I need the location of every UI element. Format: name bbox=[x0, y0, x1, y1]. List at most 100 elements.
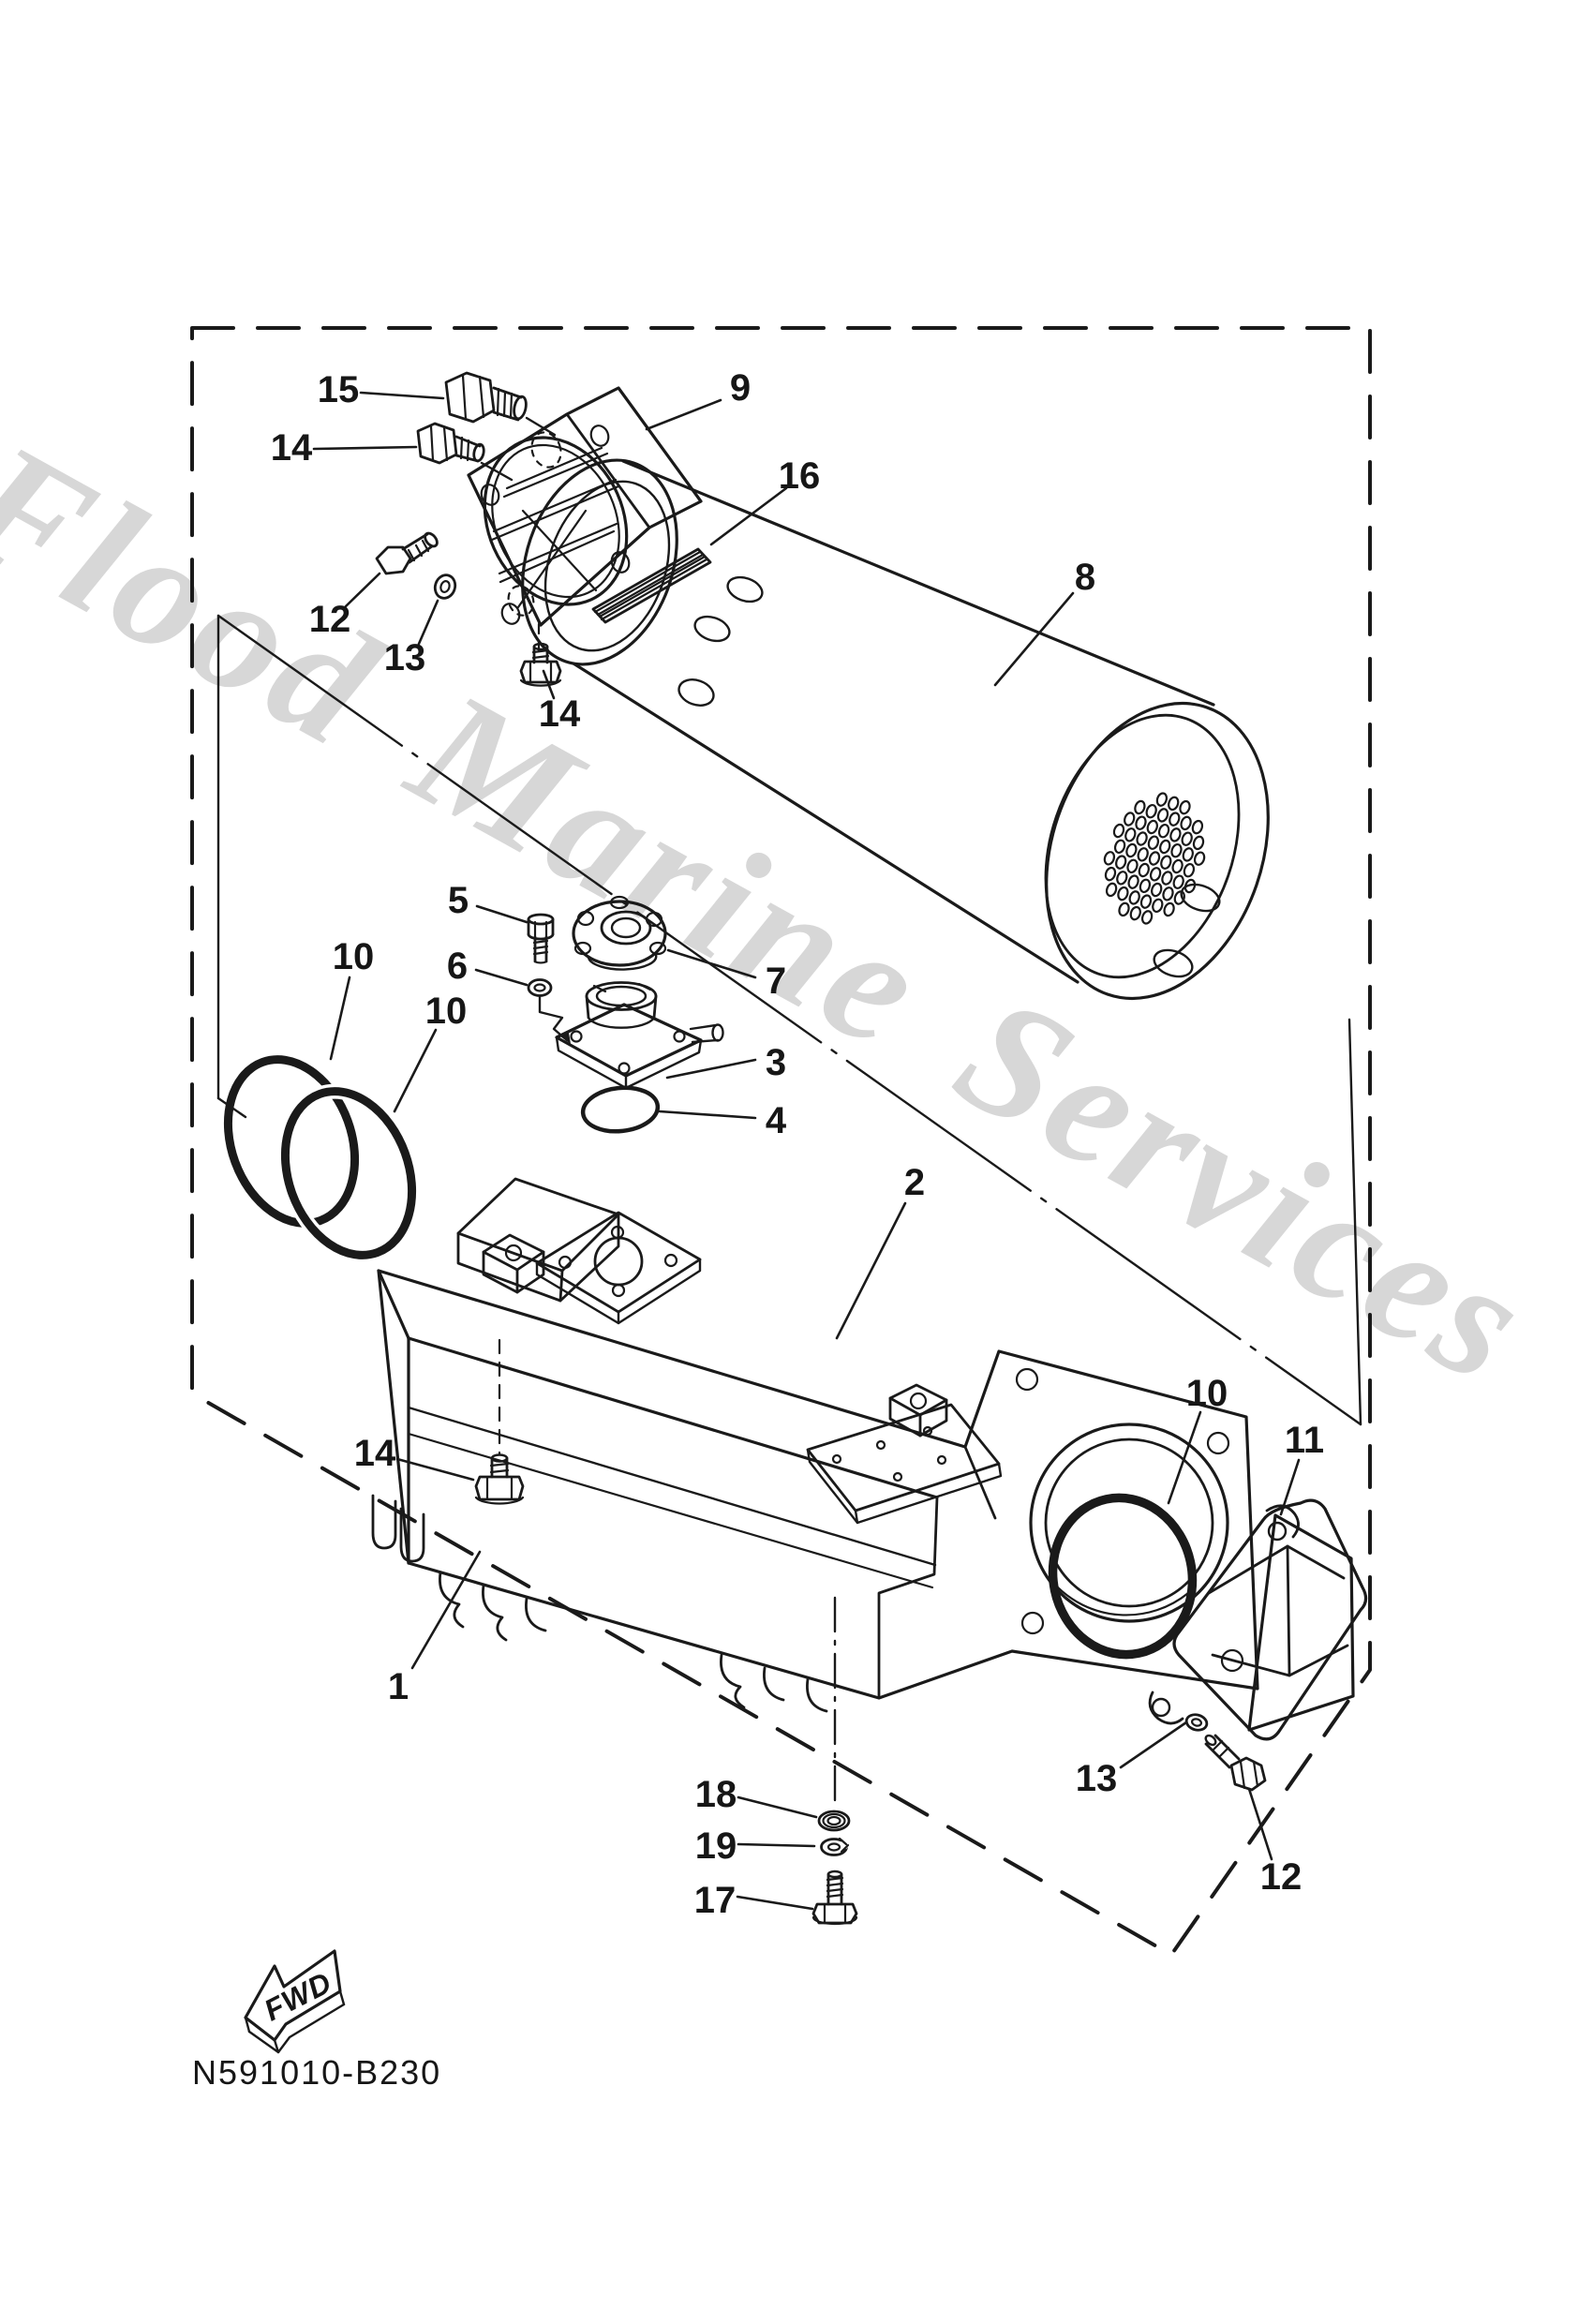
tube-hole bbox=[1161, 871, 1173, 886]
tube-hole bbox=[1179, 799, 1191, 815]
flange-grille-slats bbox=[490, 446, 620, 609]
callout-leader-13 bbox=[1119, 1721, 1188, 1769]
callout-12: 12 bbox=[1260, 1856, 1303, 1898]
part-6-washer bbox=[527, 978, 553, 997]
tube-hole bbox=[1157, 823, 1170, 839]
tube-hole bbox=[1156, 808, 1169, 823]
tube-hole bbox=[1152, 898, 1164, 914]
tube-hole bbox=[1128, 890, 1140, 905]
callout-leader-7 bbox=[666, 948, 757, 979]
part-12-bolt-upper bbox=[375, 531, 439, 575]
tube-hole bbox=[1129, 905, 1141, 921]
tube-hole bbox=[1134, 799, 1146, 815]
tube-hole bbox=[1126, 858, 1139, 874]
callout-leader-12 bbox=[1247, 1787, 1273, 1861]
callout-1: 1 bbox=[388, 1666, 409, 1707]
tube-hole bbox=[1159, 839, 1171, 855]
part-10-oring-right bbox=[1048, 1493, 1198, 1660]
callout-leader-9 bbox=[645, 398, 722, 431]
part-2-cooler-body bbox=[371, 1177, 1259, 1713]
callout-leader-3 bbox=[665, 1058, 757, 1080]
tube-hole bbox=[1115, 855, 1127, 870]
callout-13: 13 bbox=[1076, 1758, 1118, 1799]
tube-hole bbox=[1105, 882, 1118, 898]
callout-10: 10 bbox=[333, 936, 375, 977]
tube-hole bbox=[1173, 890, 1185, 905]
part-14-bolt-upper bbox=[416, 422, 514, 482]
tube-hole bbox=[1168, 796, 1180, 812]
callout-9: 9 bbox=[730, 367, 751, 409]
callout-leader-13 bbox=[417, 599, 439, 646]
part-14-bolt-lower bbox=[474, 1338, 525, 1505]
tube-stack-face-holes bbox=[1103, 792, 1206, 925]
callout-19: 19 bbox=[695, 1825, 737, 1867]
tube-hole bbox=[1183, 862, 1196, 878]
callout-leader-14 bbox=[395, 1457, 475, 1482]
part-14-plug-bolt-under-flange bbox=[519, 642, 562, 687]
callout-leader-15 bbox=[359, 391, 445, 400]
tube-hole bbox=[1135, 815, 1147, 830]
callout-13: 13 bbox=[384, 637, 426, 678]
tube-hole bbox=[1138, 862, 1150, 878]
callout-leader-14 bbox=[542, 669, 556, 700]
tube-hole bbox=[1151, 882, 1163, 898]
callout-leader-14 bbox=[312, 445, 418, 451]
callout-leader-16 bbox=[709, 486, 788, 546]
callout-16: 16 bbox=[779, 455, 821, 497]
part-4-gasket-oring bbox=[580, 1085, 661, 1134]
callout-3: 3 bbox=[766, 1042, 786, 1083]
part-11-end-cap bbox=[1148, 1498, 1368, 1741]
callout-leader-5 bbox=[475, 904, 528, 924]
tube-hole bbox=[1155, 792, 1169, 807]
tube-hole bbox=[1184, 878, 1197, 894]
callout-10: 10 bbox=[1186, 1373, 1228, 1414]
callout-leader-1 bbox=[410, 1550, 482, 1670]
tube-hole bbox=[1172, 874, 1184, 889]
callout-17: 17 bbox=[694, 1880, 737, 1921]
callout-5: 5 bbox=[448, 880, 469, 921]
tube-hole bbox=[1139, 878, 1152, 894]
callout-leader-6 bbox=[474, 968, 528, 987]
tube-hole bbox=[1104, 866, 1117, 882]
callout-8: 8 bbox=[1075, 557, 1095, 598]
tube-hole bbox=[1160, 855, 1172, 870]
tube-hole bbox=[1140, 910, 1154, 925]
tube-hole bbox=[1146, 819, 1158, 835]
tube-hole bbox=[1170, 842, 1183, 858]
callout-leader-19 bbox=[737, 1842, 816, 1848]
callout-11: 11 bbox=[1285, 1420, 1324, 1461]
tube-hole bbox=[1125, 842, 1138, 858]
tube-hole bbox=[1148, 851, 1161, 866]
callout-2: 2 bbox=[904, 1162, 925, 1203]
tube-hole bbox=[1117, 886, 1129, 901]
tube-hole bbox=[1162, 886, 1174, 901]
tube-hole bbox=[1112, 823, 1125, 839]
part-10-oring-left-front bbox=[277, 1083, 420, 1263]
tube-hole bbox=[1137, 847, 1149, 862]
callout-leader-10 bbox=[1167, 1410, 1202, 1505]
tube-hole bbox=[1169, 827, 1182, 842]
part-12-bolt-lower bbox=[1204, 1734, 1267, 1792]
callout-leader-11 bbox=[1279, 1458, 1301, 1516]
tube-hole bbox=[1192, 835, 1205, 851]
callout-leader-2 bbox=[835, 1201, 907, 1340]
part-18-washer bbox=[817, 1810, 851, 1832]
callout-7: 7 bbox=[766, 961, 786, 1002]
fwd-direction-arrow: FWD bbox=[244, 1949, 346, 2054]
tube-hole bbox=[1136, 831, 1148, 846]
part-15-bolt bbox=[444, 371, 557, 437]
bolt-15-insert-stub bbox=[525, 416, 557, 437]
callout-4: 4 bbox=[766, 1100, 787, 1141]
part-7-filler-cap bbox=[572, 895, 667, 971]
tube-hole bbox=[1124, 827, 1137, 842]
tube-hole bbox=[1171, 858, 1184, 874]
bolt-14-insert-stub bbox=[480, 461, 514, 482]
part-13-washer-upper bbox=[433, 574, 457, 600]
callout-14: 14 bbox=[271, 427, 313, 469]
part-8-heat-exchanger-cylinder bbox=[521, 458, 1270, 1001]
part-16-seal-strip bbox=[591, 547, 712, 624]
tube-hole bbox=[1103, 851, 1116, 866]
tube-hole bbox=[1145, 803, 1157, 819]
